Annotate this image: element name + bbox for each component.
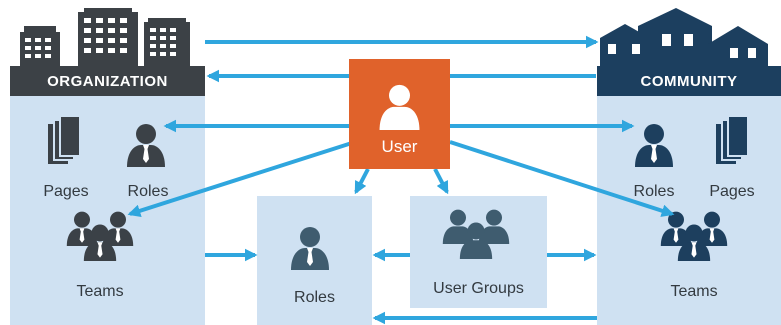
user-label: User [381, 137, 418, 156]
community-pages-label: Pages [709, 183, 755, 200]
person-icon [291, 227, 329, 270]
team-icon [443, 210, 509, 259]
houses-icon [600, 8, 768, 66]
arrow-user-to-center-roles [354, 168, 370, 195]
org-roles-label: Roles [127, 183, 169, 200]
community-banner: COMMUNITY [597, 66, 781, 96]
organization-panel [10, 96, 205, 325]
user-box: User [349, 59, 450, 169]
person-icon [635, 124, 673, 167]
community-teams-label: Teams [670, 283, 718, 300]
pages-icon [715, 115, 749, 165]
arrow-user-to-user-groups [433, 168, 449, 195]
arrow-user-to-community-teams [449, 140, 675, 217]
org-teams-label: Teams [76, 283, 124, 300]
team-icon [661, 212, 727, 261]
community-roles-label: Roles [633, 183, 675, 200]
pages-icon [47, 115, 81, 165]
team-icon [67, 212, 133, 261]
community-panel [597, 96, 781, 325]
organization-title: ORGANIZATION [47, 72, 168, 90]
user-groups-label: User Groups [433, 280, 524, 297]
office-buildings-icon [20, 8, 190, 66]
center-roles-label: Roles [294, 289, 335, 306]
person-icon [127, 124, 165, 167]
community-title: COMMUNITY [640, 72, 738, 90]
org-pages-label: Pages [43, 183, 89, 200]
organization-banner: ORGANIZATION [10, 66, 205, 96]
arrow-user-to-org-teams [127, 140, 356, 217]
